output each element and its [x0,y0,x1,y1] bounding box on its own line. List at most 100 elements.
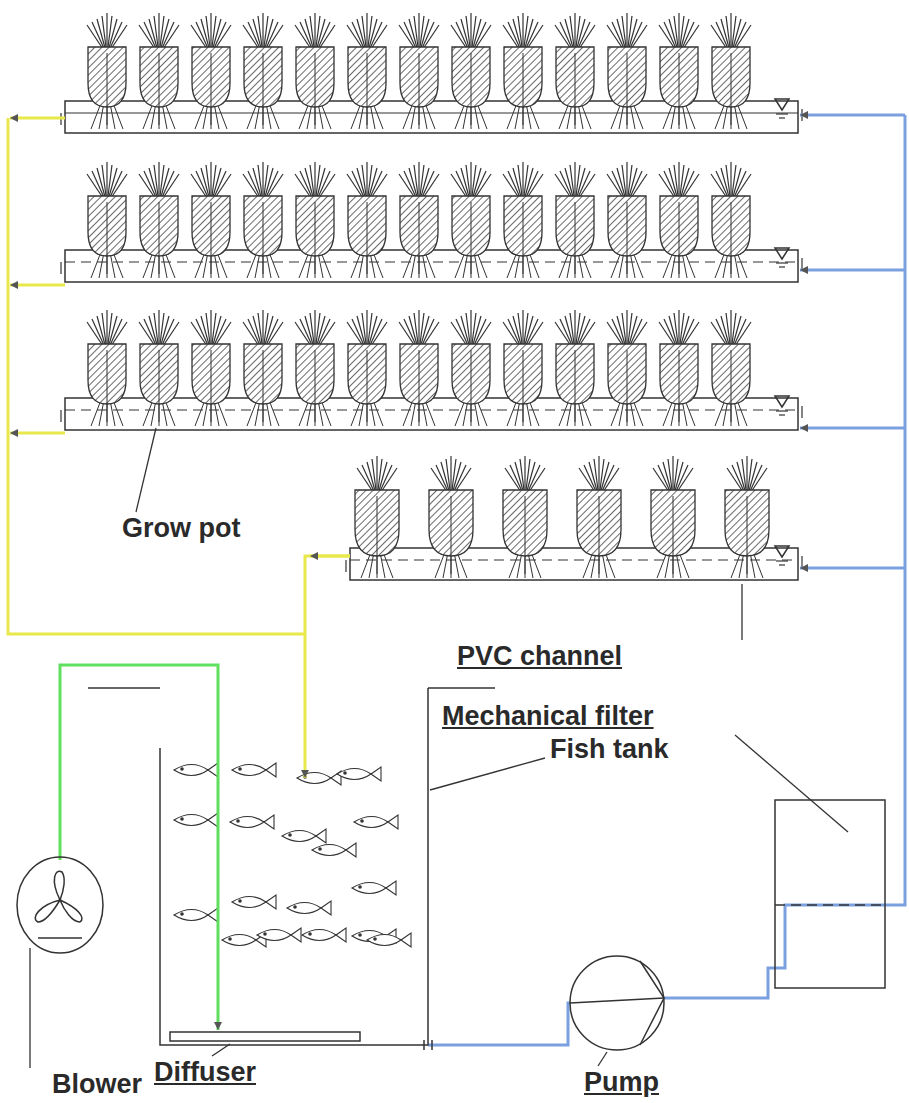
grow-pot [191,13,231,129]
fish [367,933,411,947]
stroke [633,103,643,129]
stroke [633,400,643,426]
stroke [776,262,788,263]
stroke [113,400,123,426]
stroke [679,350,680,422]
stroke [575,202,576,274]
stroke [581,103,591,129]
stroke [107,53,108,125]
fish [174,813,218,827]
water-level-symbol [775,396,789,407]
stroke [673,496,674,574]
stroke [113,252,123,278]
water-level-symbol [775,248,789,259]
grow-pot [711,13,751,129]
stroke [471,202,472,274]
stroke [315,53,316,125]
fish-eye [360,819,364,823]
stroke [779,414,785,415]
leader-lines [30,428,848,1068]
stroke [457,552,467,578]
stroke [211,350,212,422]
fish-school [174,763,411,947]
stroke [581,400,591,426]
grow-pot [295,162,335,278]
grow-pot [243,310,283,426]
stroke [747,496,748,574]
fish-eye [180,767,184,771]
stroke [345,560,346,572]
grow-pot [429,456,473,578]
stroke [731,202,732,274]
stroke [737,252,747,278]
stroke [679,53,680,125]
fish-eye [263,932,267,936]
grow-pot [355,456,399,578]
stroke [575,350,576,422]
grow-pot [555,162,595,278]
fish [352,881,396,895]
stroke [217,400,227,426]
grow-pot [451,13,491,129]
stroke [321,252,331,278]
stroke [65,409,798,410]
stroke [685,252,695,278]
fish [312,843,356,857]
grow-pot [503,456,547,578]
stroke [451,496,452,574]
stroke [425,400,435,426]
stroke [477,400,487,426]
grow-pot [243,13,283,129]
stroke [383,552,393,578]
part-label: PVC channel [455,642,624,672]
stroke [679,202,680,274]
fish-eye [238,899,242,903]
part-label: Blower [50,1070,144,1100]
mechanical-filter-box [775,800,885,988]
grow-pot [347,162,387,278]
stroke [801,406,802,418]
stroke [377,496,378,574]
stroke [263,202,264,274]
fish [232,763,276,777]
stroke [263,53,264,125]
stroke [471,350,472,422]
stroke [373,103,383,129]
grow-pot [399,13,439,129]
stroke [776,113,788,114]
fish-eye [228,937,232,941]
grow-pot [139,162,179,278]
stroke [217,103,227,129]
stroke [211,202,212,274]
stroke [107,202,108,274]
stroke [523,202,524,274]
fish-eye [293,905,297,909]
stroke [373,252,383,278]
stroke [525,496,526,574]
grow-pot [725,456,769,578]
grow-pot [191,310,231,426]
stroke [165,252,175,278]
stroke [627,350,628,422]
stroke [737,103,747,129]
grow-pot [87,13,127,129]
grow-pot [191,162,231,278]
stroke [60,410,61,422]
stroke [65,261,798,262]
grow-pot [555,13,595,129]
stroke [477,103,487,129]
stroke [321,400,331,426]
grow-pot [87,162,127,278]
fish-eye [373,937,377,941]
grow-pot [607,162,647,278]
grow-pot [651,456,695,578]
fish [174,763,218,777]
stroke [529,252,539,278]
part-label: Mechanical filter [440,702,656,732]
grow-pot [659,310,699,426]
part-label: Pump [582,1068,661,1098]
fish [287,901,331,915]
stroke [419,53,420,125]
part-label: Diffuser [152,1058,258,1088]
